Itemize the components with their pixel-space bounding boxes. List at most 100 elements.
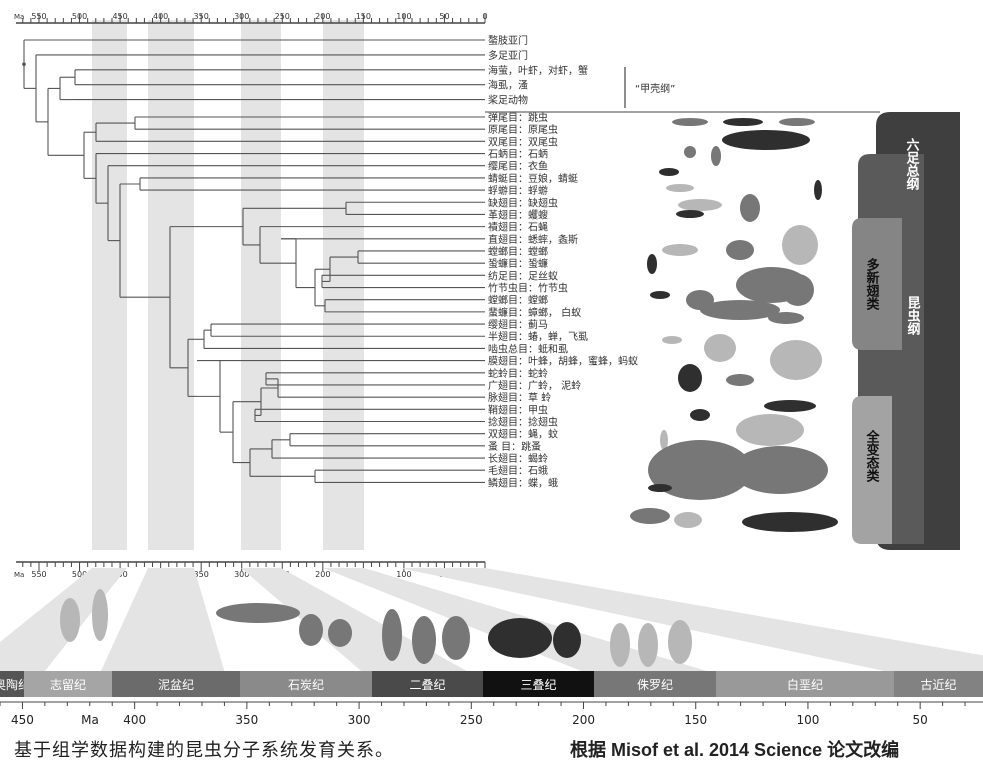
taxon-label: 蜉蝣目：蜉蝣 [488,184,548,197]
top-tick-label: 0 [482,12,487,21]
fossil-silhouette [299,614,323,646]
hexapoda-label: 六足总纲 [904,137,920,191]
insect-silhouette [740,194,760,222]
period-wedge [101,568,224,671]
fossil-silhouette [60,598,80,642]
top-tick-label: 350 [194,12,209,21]
root-dot [22,62,26,66]
insect-silhouette [674,512,702,528]
timeline-tick-label: 400 [123,713,146,727]
top-tick-label: 100 [396,12,411,21]
top-tick-label: 400 [153,12,168,21]
taxon-label: 鳞翅目：蝶，蛾 [488,476,558,489]
top-tick-label: 200 [315,12,330,21]
insect-silhouette [666,184,694,192]
fossil-silhouette [442,616,470,660]
period-label: 石炭纪 [288,678,324,692]
bottom-tick-label: 100 [396,570,411,579]
fossil-silhouette [382,609,402,661]
taxon-label: 多足亚门 [488,49,528,62]
taxon-label: 螳螂目：螳螂 [488,245,548,258]
timeline-unit: Ma [81,713,99,727]
insect-silhouette [662,244,698,256]
fossil-silhouette [92,589,108,641]
top-unit: Ma [14,13,24,21]
insect-silhouette [779,118,815,126]
insect-silhouette [764,400,816,412]
taxon-label: 蛇蛉目：蛇蛉 [488,367,548,380]
taxon-label: 竹节虫目：竹节虫 [488,282,568,295]
insect-silhouette [676,210,704,218]
insect-silhouette [672,118,708,126]
insect-silhouette [711,146,721,166]
timeline-tick-label: 300 [348,713,371,727]
taxon-label: 螯肢亚门 [488,34,528,47]
taxon-label: 纺足目：足丝蚁 [488,269,558,282]
timeline-tick-label: 350 [235,713,258,727]
insect-silhouette [678,364,702,392]
taxon-label: 缺翅目：缺翅虫 [488,196,558,209]
insecta-label: 昆虫纲 [905,295,921,336]
taxon-label: 桨足动物 [488,94,528,107]
taxon-label: 鞘翅目：甲虫 [488,403,548,416]
taxon-label: 蛩蠊目：蛩蠊 [488,257,548,270]
fossil-silhouette [216,603,300,623]
taxon-label: 螳螂目：螳螂 [488,294,548,307]
fossil-silhouette [553,622,581,658]
insect-silhouette [726,374,754,386]
taxon-label: 原尾目：原尾虫 [488,124,558,136]
caption-right: 根据 Misof et al. 2014 Science 论文改编 [570,736,899,762]
period-label: 二叠纪 [409,678,445,692]
insect-silhouette [648,484,672,492]
taxon-label: 直翅目：蟋蟀，螽斯 [488,233,578,246]
insect-silhouette [630,508,670,524]
insect-silhouette [690,409,710,421]
bottom-tick-label: 200 [315,570,330,579]
insect-silhouette [722,130,810,150]
crustacea-label: “甲壳纲” [635,82,675,95]
taxon-label: 革翅目：蠼螋 [488,208,548,221]
top-tick-label: 450 [112,12,127,21]
top-tick-label: 300 [234,12,249,21]
period-label: 志留纪 [50,678,86,692]
top-tick-label: 250 [275,12,290,21]
taxon-label: 弹尾目：跳虫 [488,111,548,124]
timeline-tick-label: 200 [572,713,595,727]
fossil-silhouette [638,623,658,667]
insect-silhouette [726,240,754,260]
bottom-tick-label: 550 [31,570,46,579]
fossil-silhouette [328,619,352,647]
taxon-label: 广翅目：广蛉， 泥蛉 [488,379,581,392]
taxon-label: 海萤，叶虾，对虾，蟹 [488,64,588,77]
timeline-tick-label: 50 [913,713,928,727]
fossil-silhouette [412,616,436,664]
insect-silhouette [814,180,822,200]
caption-left: 基于组学数据构建的昆虫分子系统发育关系。 [14,736,394,762]
timeline-tick-label: 450 [11,713,34,727]
insect-silhouette [678,199,722,211]
taxon-label: 捻翅目：捻翅虫 [488,416,558,429]
period-label: 古近纪 [920,677,956,692]
period-label: 白垩纪 [787,677,823,692]
taxon-label: 缨翅目：蓟马 [488,318,548,331]
taxon-label: 长翅目：蝎蛉 [488,452,548,465]
insect-silhouette [650,291,670,299]
insect-silhouette [700,300,780,320]
taxon-label: 双翅目：蝇，蚊 [488,428,558,441]
period-label: 泥盆纪 [158,678,194,692]
top-tick-label: 150 [356,12,371,21]
taxon-label: 海虱，溞 [488,79,528,92]
insect-silhouette [704,334,736,362]
taxon-label: 啮虫总目：蚳和虱 [488,342,568,355]
timeline-tick-label: 100 [796,713,819,727]
taxon-label: 石蛃目：石蛃 [488,148,548,161]
insect-silhouette [732,446,828,494]
fossil-silhouette [488,618,552,658]
insect-silhouette [662,336,682,344]
polyneoptera-label: 多新翅类 [864,257,881,311]
bottom-unit: Ma [14,571,24,579]
fossil-silhouette [668,620,692,664]
insect-silhouette [782,274,814,306]
taxon-label: 双尾目：双尾虫 [488,136,558,148]
fossil-silhouette [610,623,630,667]
